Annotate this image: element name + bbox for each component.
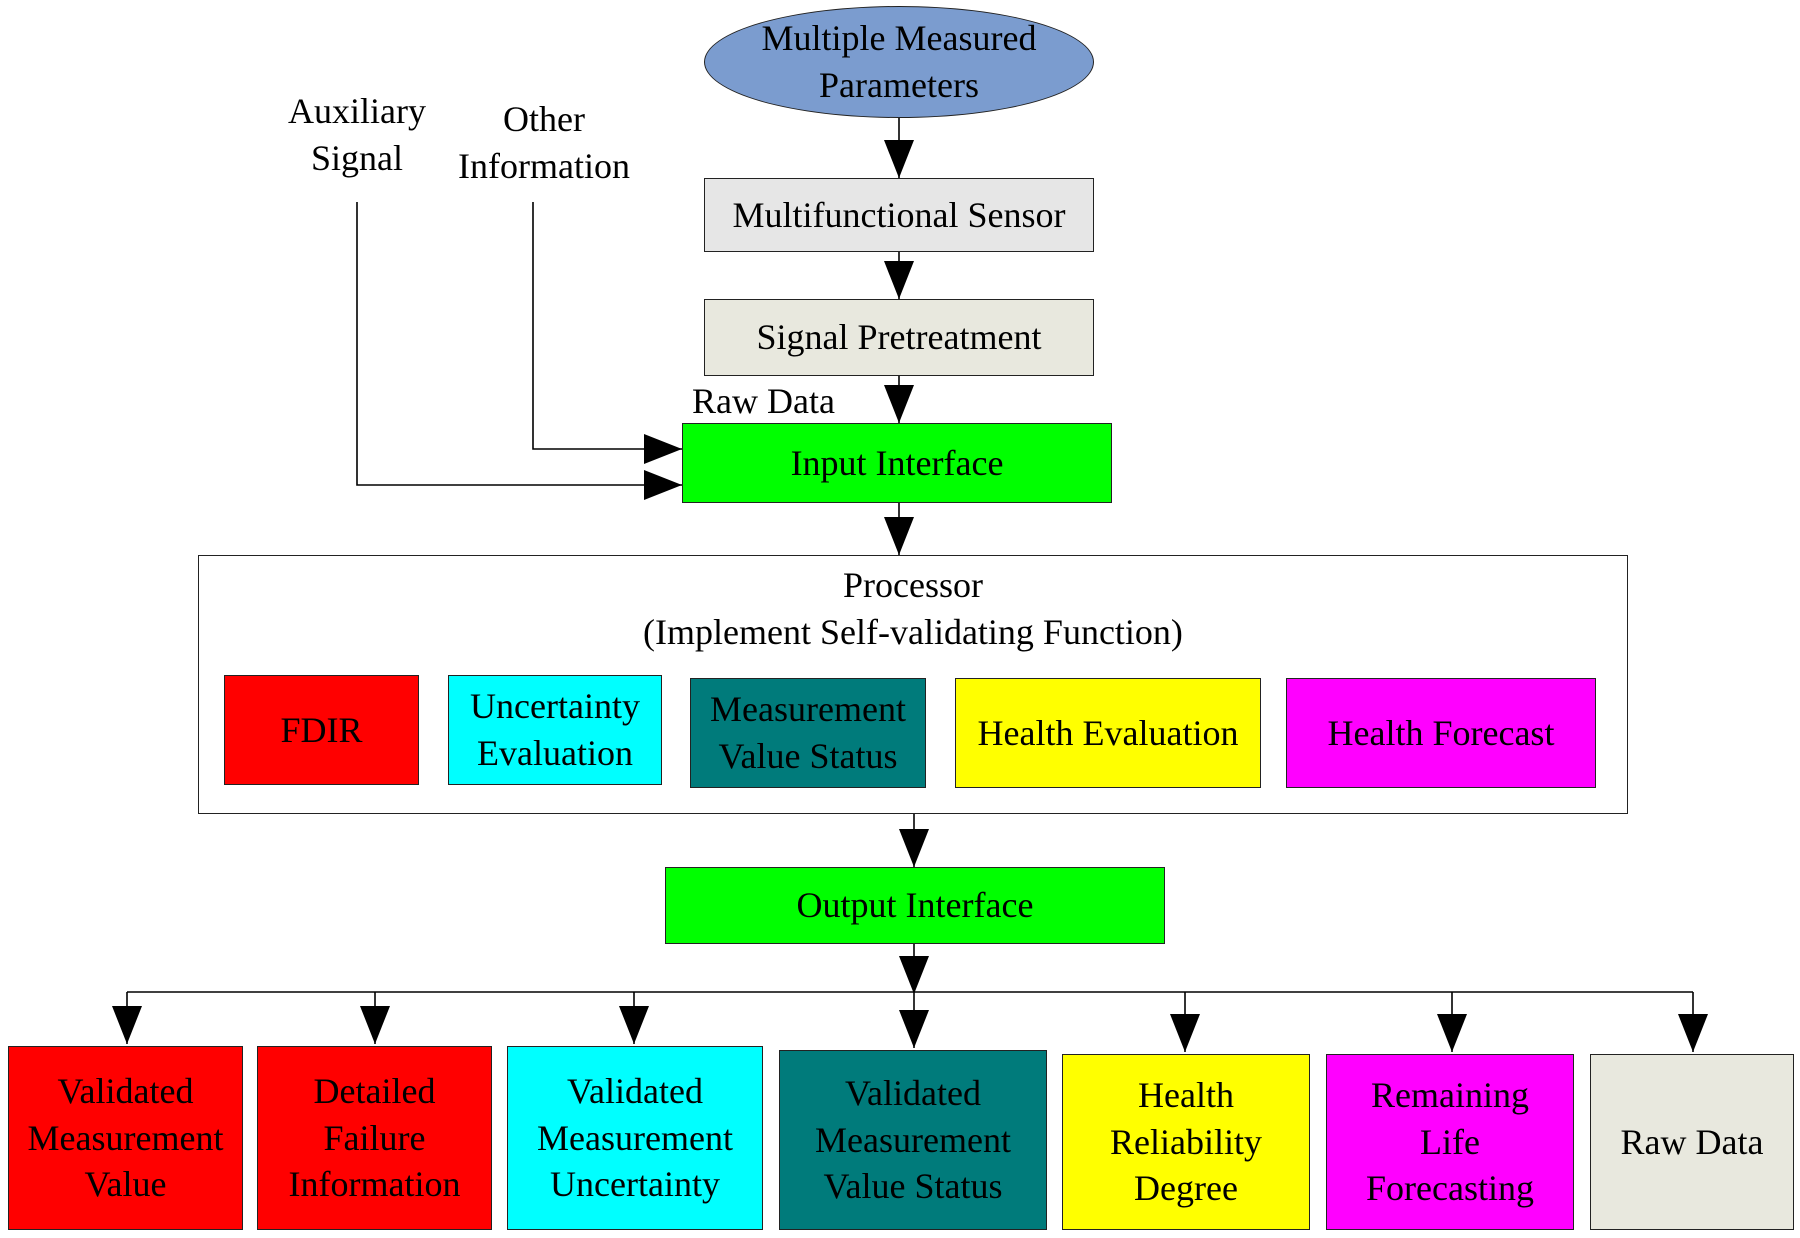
arrowhead bbox=[1437, 1014, 1467, 1052]
arrowhead bbox=[884, 140, 914, 178]
arrowhead bbox=[884, 517, 914, 555]
processor-subtitle: (Implement Self-validating Function) bbox=[643, 611, 1183, 652]
measured-parameters-label: Multiple Measured Parameters bbox=[761, 18, 1037, 105]
arrowhead bbox=[644, 434, 682, 464]
measured-parameters-node: Multiple Measured Parameters bbox=[704, 6, 1094, 118]
arrowhead bbox=[619, 1006, 649, 1044]
arrowhead bbox=[1678, 1014, 1708, 1052]
arrowhead bbox=[884, 385, 914, 423]
module-health-forecast: Health Forecast bbox=[1286, 678, 1596, 788]
line-auxiliary-to-input bbox=[356, 202, 682, 486]
line-other-info-to-input bbox=[532, 202, 682, 450]
module-uncertainty-evaluation: Uncertainty Evaluation bbox=[448, 675, 662, 785]
arrowhead bbox=[1170, 1014, 1200, 1052]
arrowhead bbox=[112, 1006, 142, 1044]
module-health-evaluation: Health Evaluation bbox=[955, 678, 1261, 788]
module-fdir: FDIR bbox=[224, 675, 419, 785]
arrowhead bbox=[644, 470, 682, 500]
signal-pretreatment-box: Signal Pretreatment bbox=[704, 299, 1094, 376]
output-health-reliability-degree: Health Reliability Degree bbox=[1062, 1054, 1310, 1230]
arrowhead bbox=[884, 261, 914, 299]
output-validated-measurement-value-status: Validated Measurement Value Status bbox=[779, 1050, 1047, 1230]
multifunctional-sensor-box: Multifunctional Sensor bbox=[704, 178, 1094, 252]
module-measurement-value-status: Measurement Value Status bbox=[690, 678, 926, 788]
output-detailed-failure-information: Detailed Failure Information bbox=[257, 1046, 492, 1230]
output-validated-measurement-value: Validated Measurement Value bbox=[8, 1046, 243, 1230]
auxiliary-signal-label: Auxiliary Signal bbox=[288, 91, 426, 178]
output-remaining-life-forecasting: Remaining Life Forecasting bbox=[1326, 1054, 1574, 1230]
other-information-label: Other Information bbox=[458, 99, 630, 186]
output-raw-data: Raw Data bbox=[1590, 1054, 1794, 1230]
arrowhead bbox=[899, 829, 929, 867]
arrowhead bbox=[899, 956, 929, 994]
output-validated-measurement-uncertainty: Validated Measurement Uncertainty bbox=[507, 1046, 763, 1230]
input-interface-box: Input Interface bbox=[682, 423, 1112, 503]
arrowhead bbox=[899, 1010, 929, 1048]
processor-title: Processor (Implement Self-validating Fun… bbox=[199, 562, 1627, 656]
arrowhead bbox=[360, 1006, 390, 1044]
output-interface-box: Output Interface bbox=[665, 867, 1165, 944]
raw-data-label: Raw Data bbox=[692, 381, 835, 421]
